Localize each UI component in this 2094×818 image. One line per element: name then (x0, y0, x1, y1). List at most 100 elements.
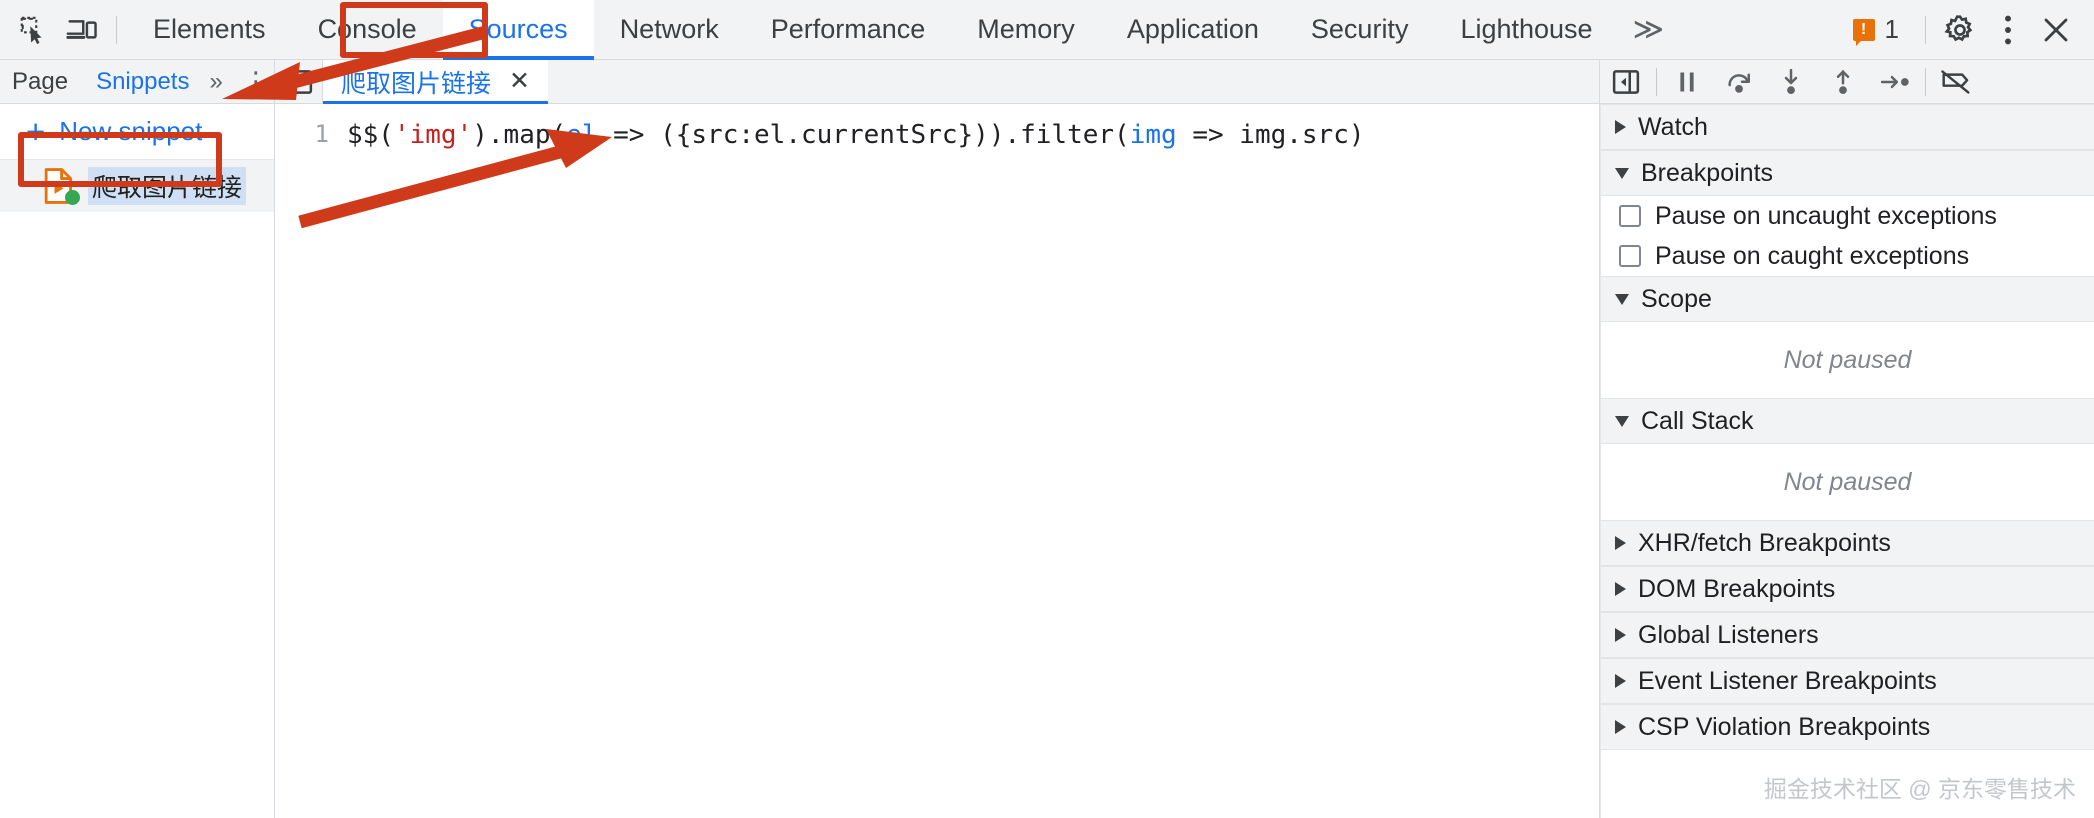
section-global-listeners[interactable]: Global Listeners (1601, 612, 2094, 658)
tab-console[interactable]: Console (292, 0, 443, 60)
plus-icon: + (26, 113, 46, 150)
scope-empty-state: Not paused (1601, 322, 2094, 398)
tab-memory[interactable]: Memory (951, 0, 1101, 60)
devtools-body: Page Snippets » ⋮ + New snippet (0, 59, 2094, 818)
tab-elements-label: Elements (153, 14, 266, 44)
error-badge[interactable]: ! 1 (1837, 14, 1915, 46)
tab-sources[interactable]: Sources (442, 0, 594, 60)
section-csp-violation-breakpoints-label: CSP Violation Breakpoints (1638, 712, 1931, 741)
chevron-down-icon (1615, 415, 1629, 427)
new-snippet-label: New snippet (59, 116, 203, 146)
pause-on-caught-exceptions-label: Pause on caught exceptions (1655, 241, 1970, 270)
section-breakpoints[interactable]: Breakpoints (1601, 150, 2094, 196)
debugger-toolbar-divider-2 (1925, 67, 1926, 96)
pause-on-uncaught-exceptions-row[interactable]: Pause on uncaught exceptions (1601, 196, 2094, 236)
tab-performance-label: Performance (770, 14, 926, 44)
section-watch[interactable]: Watch (1601, 104, 2094, 150)
pause-on-uncaught-exceptions-checkbox[interactable] (1619, 205, 1641, 227)
tab-network-label: Network (619, 14, 719, 44)
step-icon[interactable] (1869, 60, 1921, 104)
tab-network[interactable]: Network (594, 0, 745, 60)
navigator-tabbar: Page Snippets » ⋮ (0, 60, 274, 104)
code-token-plain: $$( (347, 120, 394, 150)
inspect-element-icon[interactable] (10, 8, 58, 52)
tab-performance[interactable]: Performance (745, 0, 952, 60)
list-item[interactable]: 爬取图片链接 (0, 160, 274, 212)
section-scope[interactable]: Scope (1601, 276, 2094, 322)
navigator-tab-page[interactable]: Page (0, 60, 82, 104)
tab-lighthouse[interactable]: Lighthouse (1434, 0, 1618, 60)
chevron-double-right-icon[interactable]: » (209, 67, 223, 95)
expand-debugger-sidebar-icon[interactable] (1600, 60, 1652, 104)
editor-tab-snippet[interactable]: 爬取图片链接 ✕ (323, 59, 548, 104)
code-editor[interactable]: 1 $$('img').map(el => ({src:el.currentSr… (275, 104, 1599, 818)
section-event-listener-breakpoints[interactable]: Event Listener Breakpoints (1601, 658, 2094, 704)
debugger-toolbar-divider (1656, 67, 1657, 96)
step-over-icon[interactable] (1713, 60, 1765, 104)
code-line-1: 1 $$('img').map(el => ({src:el.currentSr… (275, 104, 1599, 150)
close-icon[interactable] (2032, 8, 2080, 52)
tab-sources-label: Sources (468, 14, 568, 44)
navigator-more-options-icon[interactable]: ⋮ (242, 66, 269, 96)
chevron-right-icon (1615, 674, 1626, 688)
line-number: 1 (314, 120, 329, 148)
navigator-tab-snippets[interactable]: Snippets (82, 60, 203, 104)
panel-tabs: Elements Console Sources Network Perform… (127, 0, 1619, 60)
step-into-icon[interactable] (1765, 60, 1817, 104)
tab-security[interactable]: Security (1285, 0, 1435, 60)
devtools-main-toolbar: Elements Console Sources Network Perform… (0, 0, 2094, 60)
toolbar-divider-right (1925, 15, 1926, 44)
chevron-right-icon (1615, 536, 1626, 550)
section-dom-breakpoints[interactable]: DOM Breakpoints (1601, 566, 2094, 612)
section-watch-label: Watch (1638, 112, 1708, 141)
section-global-listeners-label: Global Listeners (1638, 620, 1819, 649)
more-tabs-icon[interactable]: ≫ (1632, 13, 1664, 46)
step-out-icon[interactable] (1817, 60, 1869, 104)
source-editor-pane: 爬取图片链接 ✕ 1 $$('img').map(el => ({src:el.… (275, 59, 1600, 818)
code-token-param-img: img (1129, 120, 1177, 150)
editor-tabbar: 爬取图片链接 ✕ (275, 59, 1599, 104)
panel-collapse-icon[interactable] (275, 59, 323, 104)
toolbar-divider (116, 15, 117, 44)
toolbar-right-group: ! 1 (1837, 8, 2094, 52)
call-stack-empty-state: Not paused (1601, 444, 2094, 520)
section-call-stack[interactable]: Call Stack (1601, 398, 2094, 444)
close-icon[interactable]: ✕ (509, 67, 530, 95)
deactivate-breakpoints-icon[interactable] (1930, 60, 1982, 104)
tab-elements[interactable]: Elements (127, 0, 292, 60)
tab-application[interactable]: Application (1101, 0, 1285, 60)
pause-resume-script-icon[interactable] (1661, 60, 1713, 104)
new-snippet-button[interactable]: + New snippet (0, 104, 274, 160)
section-csp-violation-breakpoints[interactable]: CSP Violation Breakpoints (1601, 704, 2094, 750)
debugger-sections[interactable]: Watch Breakpoints Pause on uncaught exce… (1600, 104, 2094, 818)
code-token-param-el: el (566, 120, 598, 150)
editor-tab-title: 爬取图片链接 (341, 69, 492, 98)
code-token-plain-3: => ({src:el.currentSrc})).filter( (597, 120, 1130, 150)
section-xhr-fetch-breakpoints-label: XHR/fetch Breakpoints (1638, 528, 1891, 557)
sources-navigator-pane: Page Snippets » ⋮ + New snippet (0, 60, 275, 818)
code-token-plain-4: => img.src) (1176, 120, 1365, 150)
chevron-right-icon (1615, 628, 1626, 642)
section-call-stack-label: Call Stack (1641, 406, 1754, 435)
chevron-right-icon (1615, 582, 1626, 596)
section-dom-breakpoints-label: DOM Breakpoints (1638, 574, 1836, 603)
section-xhr-fetch-breakpoints[interactable]: XHR/fetch Breakpoints (1601, 520, 2094, 566)
three-dot-menu-icon[interactable] (1984, 8, 2032, 52)
code-text[interactable]: $$('img').map(el => ({src:el.currentSrc}… (347, 120, 1365, 150)
snippet-name-label: 爬取图片链接 (88, 167, 247, 205)
snippet-file-icon (42, 168, 80, 205)
error-icon-symbol: ! (1860, 20, 1867, 38)
section-breakpoints-label: Breakpoints (1641, 158, 1774, 187)
device-toolbar-icon[interactable] (58, 8, 106, 52)
chevron-right-icon (1615, 120, 1626, 134)
pause-on-uncaught-exceptions-label: Pause on uncaught exceptions (1655, 201, 1997, 230)
navigator-empty-area (0, 212, 274, 818)
navigator-tab-snippets-label: Snippets (96, 67, 190, 95)
tab-application-label: Application (1126, 14, 1259, 44)
tab-lighthouse-label: Lighthouse (1460, 14, 1593, 44)
section-scope-label: Scope (1641, 284, 1712, 313)
gear-icon[interactable] (1936, 8, 1984, 52)
error-icon: ! (1852, 18, 1875, 46)
pause-on-caught-exceptions-checkbox[interactable] (1619, 245, 1641, 267)
pause-on-caught-exceptions-row[interactable]: Pause on caught exceptions (1601, 236, 2094, 276)
